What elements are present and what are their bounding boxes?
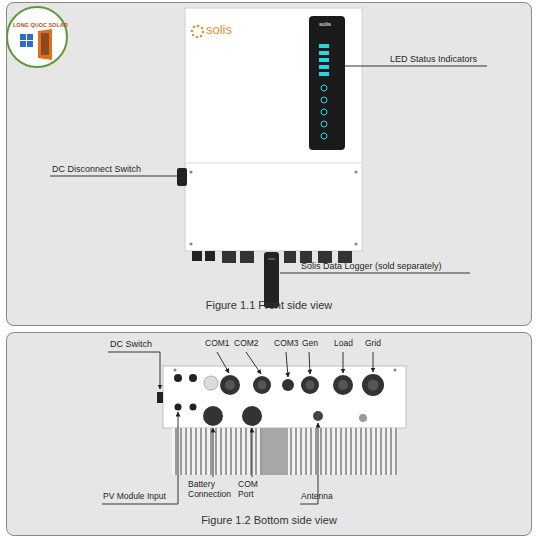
callout-label: Battery Connection	[188, 480, 240, 500]
callout-label: Solis Data Logger (sold separately)	[301, 261, 442, 271]
port-label: Grid	[365, 339, 381, 349]
callout-label: DC Switch	[110, 339, 152, 349]
port-label: COM1	[205, 339, 230, 349]
brand-logo: solis	[319, 21, 331, 28]
figure-caption: Figure 1.1 Front side view	[7, 299, 531, 311]
callout-label: COM Port	[238, 480, 274, 500]
callout-label: LED Status Indicators	[390, 54, 477, 64]
watermark: LONG QUOC SOLAR	[13, 22, 68, 28]
port-label: COM3	[274, 339, 299, 349]
port-label: Load	[334, 339, 353, 349]
figure-panel: Figure 1.2 Bottom side view	[6, 332, 532, 536]
figure-caption: Figure 1.2 Bottom side view	[7, 514, 531, 526]
port-label: COM2	[234, 339, 259, 349]
callout-label: Antenna	[301, 492, 333, 502]
port-label: Gen	[302, 339, 318, 349]
callout-label: PV Module Input	[103, 492, 166, 502]
brand-logo: solis	[206, 23, 232, 38]
callout-label: DC Disconnect Switch	[52, 164, 141, 174]
